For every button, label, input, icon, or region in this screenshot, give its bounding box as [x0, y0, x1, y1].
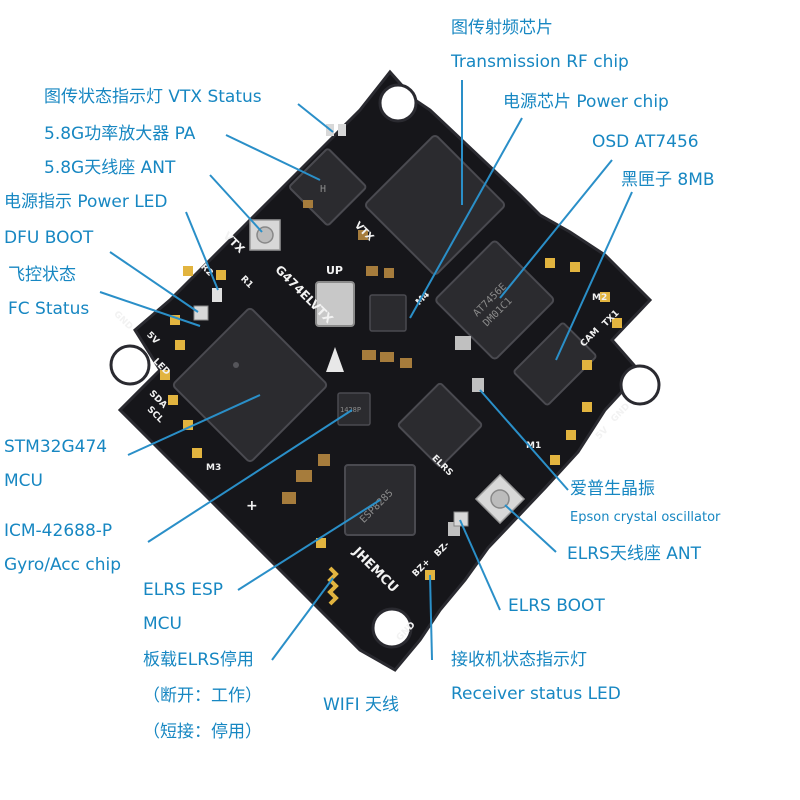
label-receiver-led-en: Receiver status LED — [451, 684, 621, 704]
mount-hole-left — [109, 344, 151, 386]
leader-power-chip — [409, 117, 523, 319]
leader-gyro — [147, 409, 353, 543]
dfu-boot-button — [193, 305, 209, 321]
label-disconnect-working: （断开：工作） — [143, 686, 262, 706]
label-gyro-2: Gyro/Acc chip — [4, 555, 122, 575]
leader-onboard-elrs — [271, 577, 334, 661]
label-wifi-antenna: WIFI 天线 — [323, 695, 400, 715]
leader-pa — [225, 134, 321, 181]
leader-vtx-status — [297, 103, 334, 133]
leader-dfu-boot — [109, 251, 199, 313]
label-mcu-2: MCU — [4, 471, 43, 491]
label-power-chip: 电源芯片 Power chip — [503, 92, 669, 112]
label-elrs-esp-1: ELRS ESP — [143, 580, 224, 600]
silk-gnd-left: GND — [111, 309, 134, 332]
leader-receiver-led — [429, 574, 433, 661]
wifi-pcb-antenna — [327, 566, 339, 606]
silk-m1: M1 — [526, 441, 541, 451]
mcu-stm32g474-chip — [172, 307, 328, 463]
silk-5v-right: 5V — [594, 425, 610, 441]
label-vtx-ant: 5.8G天线座 ANT — [44, 158, 176, 178]
label-crystal-cn: 爱普生晶振 — [570, 479, 655, 499]
vtx-antenna-connector — [249, 219, 281, 251]
small-components — [282, 200, 484, 536]
label-short-disabled: （短接：停用） — [143, 722, 262, 742]
leader-mcu — [127, 394, 261, 456]
label-onboard-elrs: 板载ELRS停用 — [143, 650, 254, 670]
silk-plus: + — [246, 498, 258, 514]
label-power-led: 电源指示 Power LED — [4, 192, 168, 212]
leader-vtx-ant — [209, 174, 263, 233]
leader-crystal — [479, 389, 569, 491]
silk-m2: M2 — [592, 293, 607, 303]
leader-lines — [99, 80, 633, 661]
gyro-chip: 1428P — [337, 392, 371, 426]
power-chip — [369, 294, 407, 332]
label-elrs-ant: ELRS天线座 ANT — [567, 544, 701, 564]
elrs-boot-button — [453, 511, 469, 527]
leader-elrs-boot — [459, 519, 501, 611]
label-dfu-boot: DFU BOOT — [4, 228, 94, 248]
silk-up: UP — [326, 264, 343, 277]
transmission-rf-chip — [364, 134, 506, 276]
label-fc-status-en: FC Status — [8, 299, 90, 319]
label-receiver-led-cn: 接收机状态指示灯 — [451, 650, 587, 670]
label-osd: OSD AT7456 — [592, 132, 699, 152]
blackbox-flash-chip — [513, 322, 597, 406]
leader-blackbox — [555, 191, 633, 361]
label-mcu-1: STM32G474 — [4, 437, 108, 457]
mount-hole-bottom — [371, 607, 413, 649]
silk-gnd-right: GND — [609, 402, 632, 425]
label-blackbox: 黑匣子 8MB — [621, 170, 715, 190]
label-vtx-status: 图传状态指示灯 VTX Status — [44, 87, 262, 107]
label-gyro-1: ICM-42688-P — [4, 521, 113, 541]
label-crystal-en: Epson crystal oscillator — [570, 510, 721, 525]
leader-osd — [499, 159, 613, 299]
label-fc-status-cn: 飞控状态 — [8, 265, 76, 285]
osd-at7456-chip: AT7456E DM01C1 — [435, 240, 555, 360]
label-transmission-rf-en: Transmission RF chip — [451, 52, 629, 72]
orientation-arrow — [326, 347, 344, 372]
label-transmission-rf-cn: 图传射频芯片 — [451, 18, 553, 38]
pa-chip-marking: H — [320, 184, 326, 195]
power-led — [212, 288, 222, 302]
label-elrs-esp-2: MCU — [143, 614, 182, 634]
silk-m3: M3 — [206, 463, 221, 473]
label-elrs-boot: ELRS BOOT — [508, 596, 605, 616]
mount-hole-top — [378, 83, 418, 123]
inductor — [315, 281, 355, 327]
leader-elrs-ant — [504, 504, 557, 553]
leader-elrs-esp — [237, 499, 381, 591]
receiver-chip — [397, 382, 483, 468]
leader-power-led — [185, 211, 219, 291]
leader-fc-status — [99, 291, 201, 327]
label-pa: 5.8G功率放大器 PA — [44, 124, 196, 144]
mount-hole-right — [619, 364, 661, 406]
